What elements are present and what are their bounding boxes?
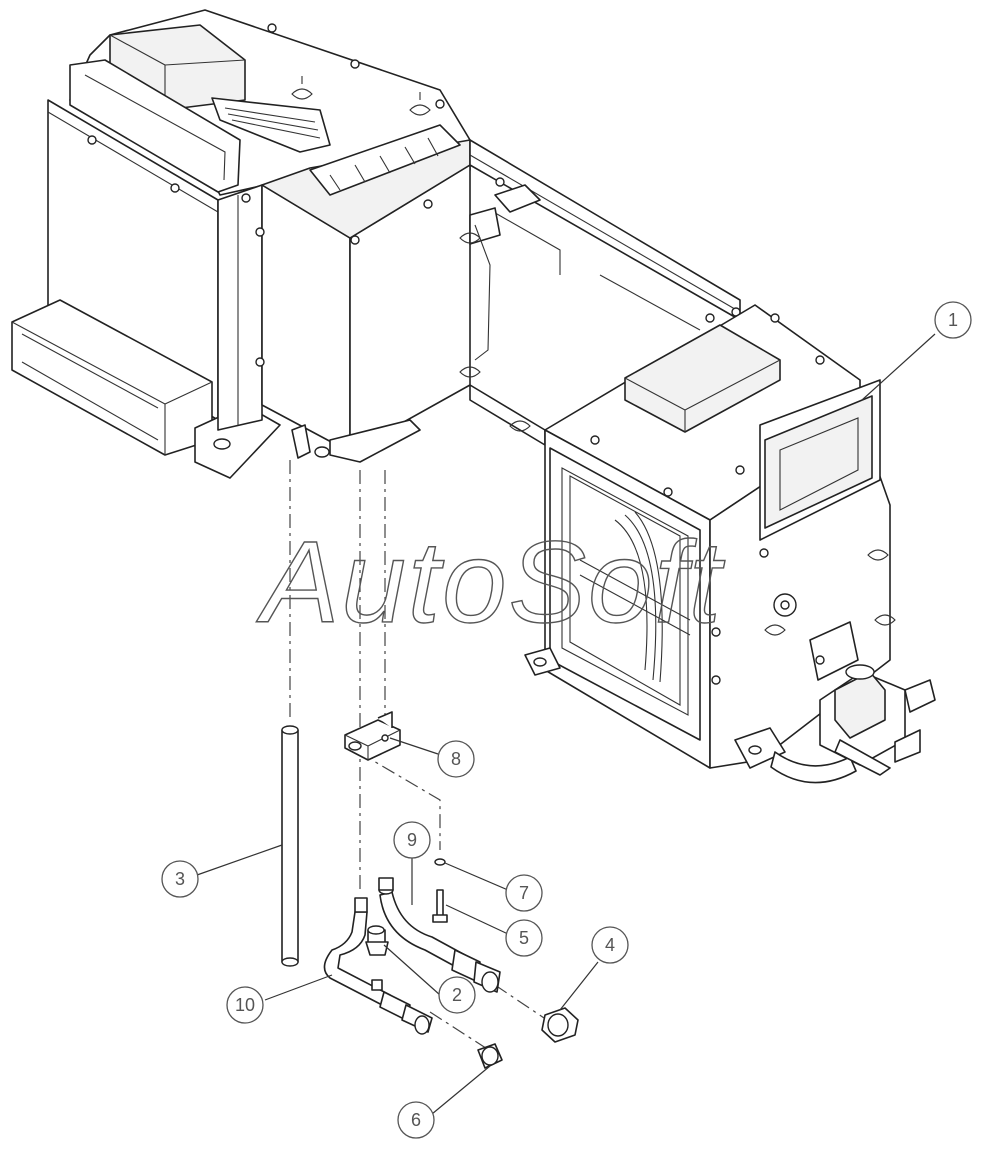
callout-1-label: 1 xyxy=(948,310,958,330)
callout-6-label: 6 xyxy=(411,1110,421,1130)
callout-5-label: 5 xyxy=(519,928,529,948)
leader-lines xyxy=(196,333,936,1115)
callout-4: 4 xyxy=(591,926,629,964)
part-9-bent-tube xyxy=(378,877,501,993)
callout-5: 5 xyxy=(505,919,543,957)
callout-2: 2 xyxy=(438,976,476,1014)
mounting-frame xyxy=(459,139,741,446)
callout-8: 8 xyxy=(437,740,475,778)
part-10-tee-tube xyxy=(323,897,433,1035)
part-6-sleeve xyxy=(477,1043,503,1069)
watermark-text: AutoSoft xyxy=(256,517,726,647)
part-8-bracket xyxy=(344,711,401,761)
callout-10: 10 xyxy=(226,986,264,1024)
part-7-washer xyxy=(434,858,446,866)
callout-7: 7 xyxy=(505,874,543,912)
callout-2-label: 2 xyxy=(452,985,462,1005)
part-5-screw xyxy=(432,889,448,923)
callout-6: 6 xyxy=(397,1101,435,1139)
callout-10-label: 10 xyxy=(235,995,255,1015)
callout-9: 9 xyxy=(393,821,431,859)
heater-housing-assembly xyxy=(11,9,471,479)
callout-7-label: 7 xyxy=(519,883,529,903)
callout-9-label: 9 xyxy=(407,830,417,850)
callout-4-label: 4 xyxy=(605,935,615,955)
part-4-nut xyxy=(541,1007,579,1043)
blower-unit xyxy=(524,304,936,784)
part-3-tube xyxy=(281,725,299,967)
callout-8-label: 8 xyxy=(451,749,461,769)
callout-1: 1 xyxy=(934,301,972,339)
callout-3: 3 xyxy=(161,860,199,898)
part-2-fitting xyxy=(365,925,389,956)
callout-3-label: 3 xyxy=(175,869,185,889)
